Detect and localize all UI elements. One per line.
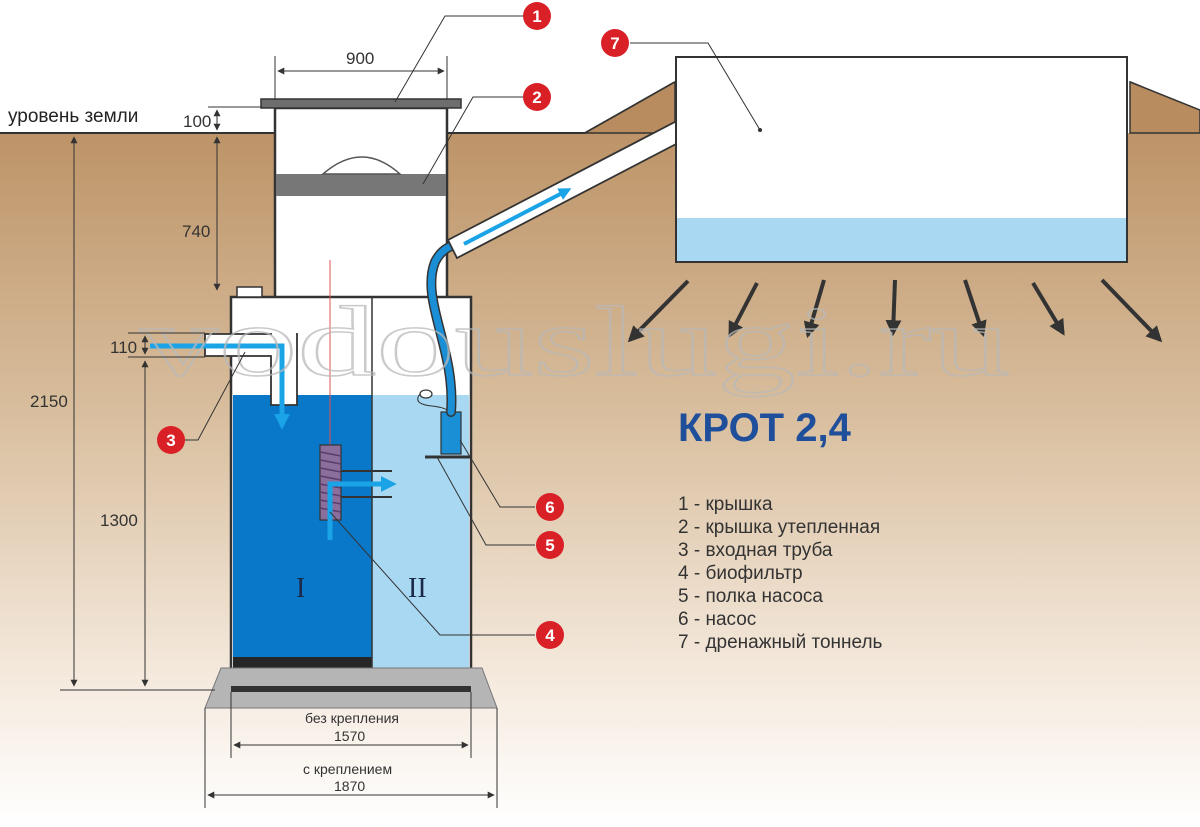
overflow-pipe bbox=[341, 470, 392, 498]
callout-3: 3 bbox=[157, 426, 185, 454]
arrow-icon bbox=[803, 279, 826, 339]
svg-text:5: 5 bbox=[545, 536, 554, 555]
tank-bottom bbox=[231, 686, 471, 692]
pump-hose-fill bbox=[427, 241, 459, 416]
chamber-one-label: I bbox=[296, 573, 305, 604]
dim-inlet-height: 1300 bbox=[100, 511, 138, 530]
arrow-icon bbox=[627, 279, 690, 343]
dome bbox=[320, 156, 402, 175]
callout-2: 2 bbox=[523, 83, 551, 111]
lid bbox=[260, 98, 462, 109]
chamber-two-label: II bbox=[408, 573, 427, 604]
dim-width-with-mount: 1870 bbox=[334, 778, 365, 794]
arrow-icon bbox=[1100, 278, 1163, 343]
drain-flow-arrow bbox=[463, 188, 572, 246]
mound-right bbox=[1129, 80, 1200, 134]
neck-shaft bbox=[273, 106, 449, 300]
dim-neck-depth: 740 bbox=[182, 222, 210, 241]
mound-left bbox=[582, 80, 676, 134]
svg-text:6: 6 bbox=[545, 498, 554, 517]
product-title: КРОТ 2,4 bbox=[678, 406, 852, 450]
dim-width-without-mount-label: без крепления bbox=[305, 710, 399, 726]
callout-6: 6 bbox=[536, 493, 564, 521]
dim-width-with-mount-label: с креплением bbox=[303, 761, 392, 777]
tank-vent bbox=[236, 286, 263, 298]
dim-lid-height: 100 bbox=[183, 112, 211, 131]
svg-text:3: 3 bbox=[166, 431, 175, 450]
dimension-lines bbox=[60, 56, 498, 808]
svg-text:2: 2 bbox=[532, 88, 541, 107]
legend: 1 - крышка 2 - крышка утепленная 3 - вхо… bbox=[678, 494, 883, 653]
dim-total-depth: 2150 bbox=[30, 392, 68, 411]
inlet-pipe-mask bbox=[272, 333, 296, 336]
callout-1: 1 bbox=[523, 2, 551, 30]
insulated-lid bbox=[276, 174, 446, 196]
arrow-icon bbox=[885, 279, 902, 337]
legend-item: 3 - входная труба bbox=[678, 540, 833, 561]
legend-item: 2 - крышка утепленная bbox=[678, 517, 880, 538]
legend-item: 7 - дренажный тоннель bbox=[678, 632, 883, 653]
callout-5: 5 bbox=[536, 531, 564, 559]
watermark: vodouslugi.ru bbox=[140, 286, 1010, 397]
pump bbox=[440, 411, 462, 455]
svg-text:1: 1 bbox=[532, 7, 541, 26]
biofilter-flow-arrow bbox=[327, 475, 397, 540]
tunnel-water bbox=[677, 218, 1126, 261]
ground-level-label: уровень земли bbox=[8, 106, 138, 127]
arrow-icon bbox=[1031, 281, 1065, 336]
callout-4: 4 bbox=[536, 621, 564, 649]
inlet-flow-arrow bbox=[150, 343, 291, 430]
dim-inlet-offset: 110 bbox=[110, 338, 137, 357]
arrow-icon bbox=[728, 282, 759, 338]
dim-lid-width: 900 bbox=[346, 49, 374, 68]
svg-text:4: 4 bbox=[545, 626, 555, 645]
legend-item: 5 - полка насоса bbox=[678, 586, 823, 607]
chamber-one-water bbox=[233, 395, 372, 657]
callout-leaders bbox=[172, 15, 761, 636]
inlet-pipe bbox=[204, 333, 298, 406]
legend-item: 4 - биофильтр bbox=[678, 563, 803, 584]
legend-item: 1 - крышка bbox=[678, 494, 773, 515]
legend-item: 6 - насос bbox=[678, 609, 756, 630]
infiltration-arrows bbox=[627, 278, 1163, 343]
callout-7: 7 bbox=[601, 29, 629, 57]
svg-text:7: 7 bbox=[610, 34, 619, 53]
arrow-icon bbox=[963, 279, 987, 338]
dim-width-without-mount: 1570 bbox=[334, 728, 365, 744]
